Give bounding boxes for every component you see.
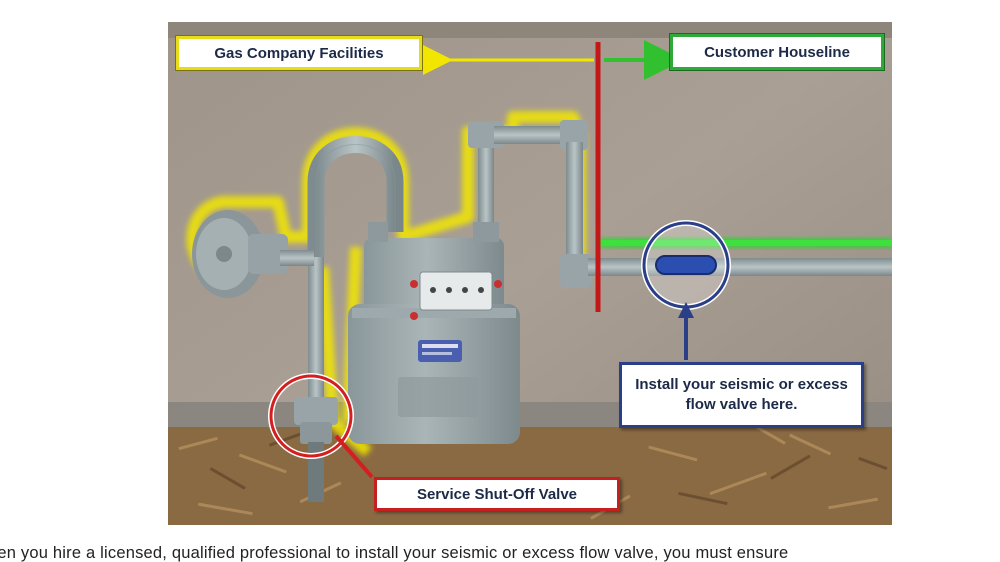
install-valve-callout: Install your seismic or excess flow valv… — [619, 362, 864, 428]
meter-illustration — [168, 22, 892, 525]
gas-regulator — [192, 210, 314, 298]
gas-meter-body — [348, 222, 520, 444]
customer-houseline-label: Customer Houseline — [670, 34, 884, 70]
gas-meter-photo: Gas Company Facilities Customer Houselin… — [168, 22, 892, 525]
caption-text-container: hen you hire a licensed, qualified profe… — [0, 544, 1000, 562]
gas-company-facilities-label: Gas Company Facilities — [176, 36, 422, 70]
valve-location-marker — [641, 220, 731, 360]
service-shutoff-valve-label: Service Shut-Off Valve — [374, 477, 620, 511]
caption-text: hen you hire a licensed, qualified profe… — [0, 544, 789, 562]
